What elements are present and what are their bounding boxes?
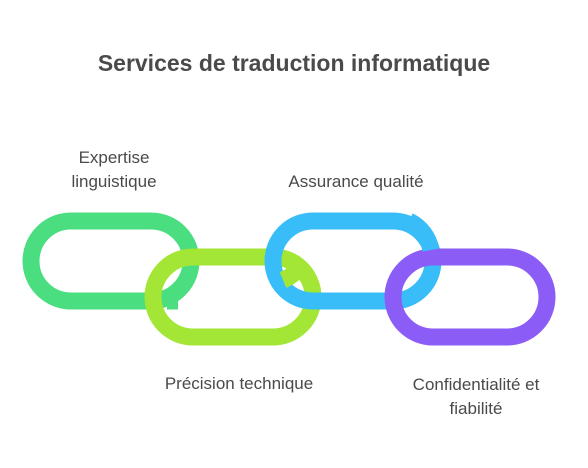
label-expertise-linguistique: Expertise linguistique — [71, 148, 157, 191]
label-assurance-qualite: Assurance qualité — [288, 172, 424, 191]
interlock-2-3 — [279, 257, 311, 288]
diagram-title: Services de traduction informatique — [97, 50, 491, 76]
label-precision-technique: Précision technique — [164, 374, 314, 393]
chain-link-4 — [384, 248, 556, 346]
label-confidentialite-fiabilite: Confidentialité et fiabilité — [412, 375, 540, 418]
interlock-3-4 — [404, 213, 440, 252]
